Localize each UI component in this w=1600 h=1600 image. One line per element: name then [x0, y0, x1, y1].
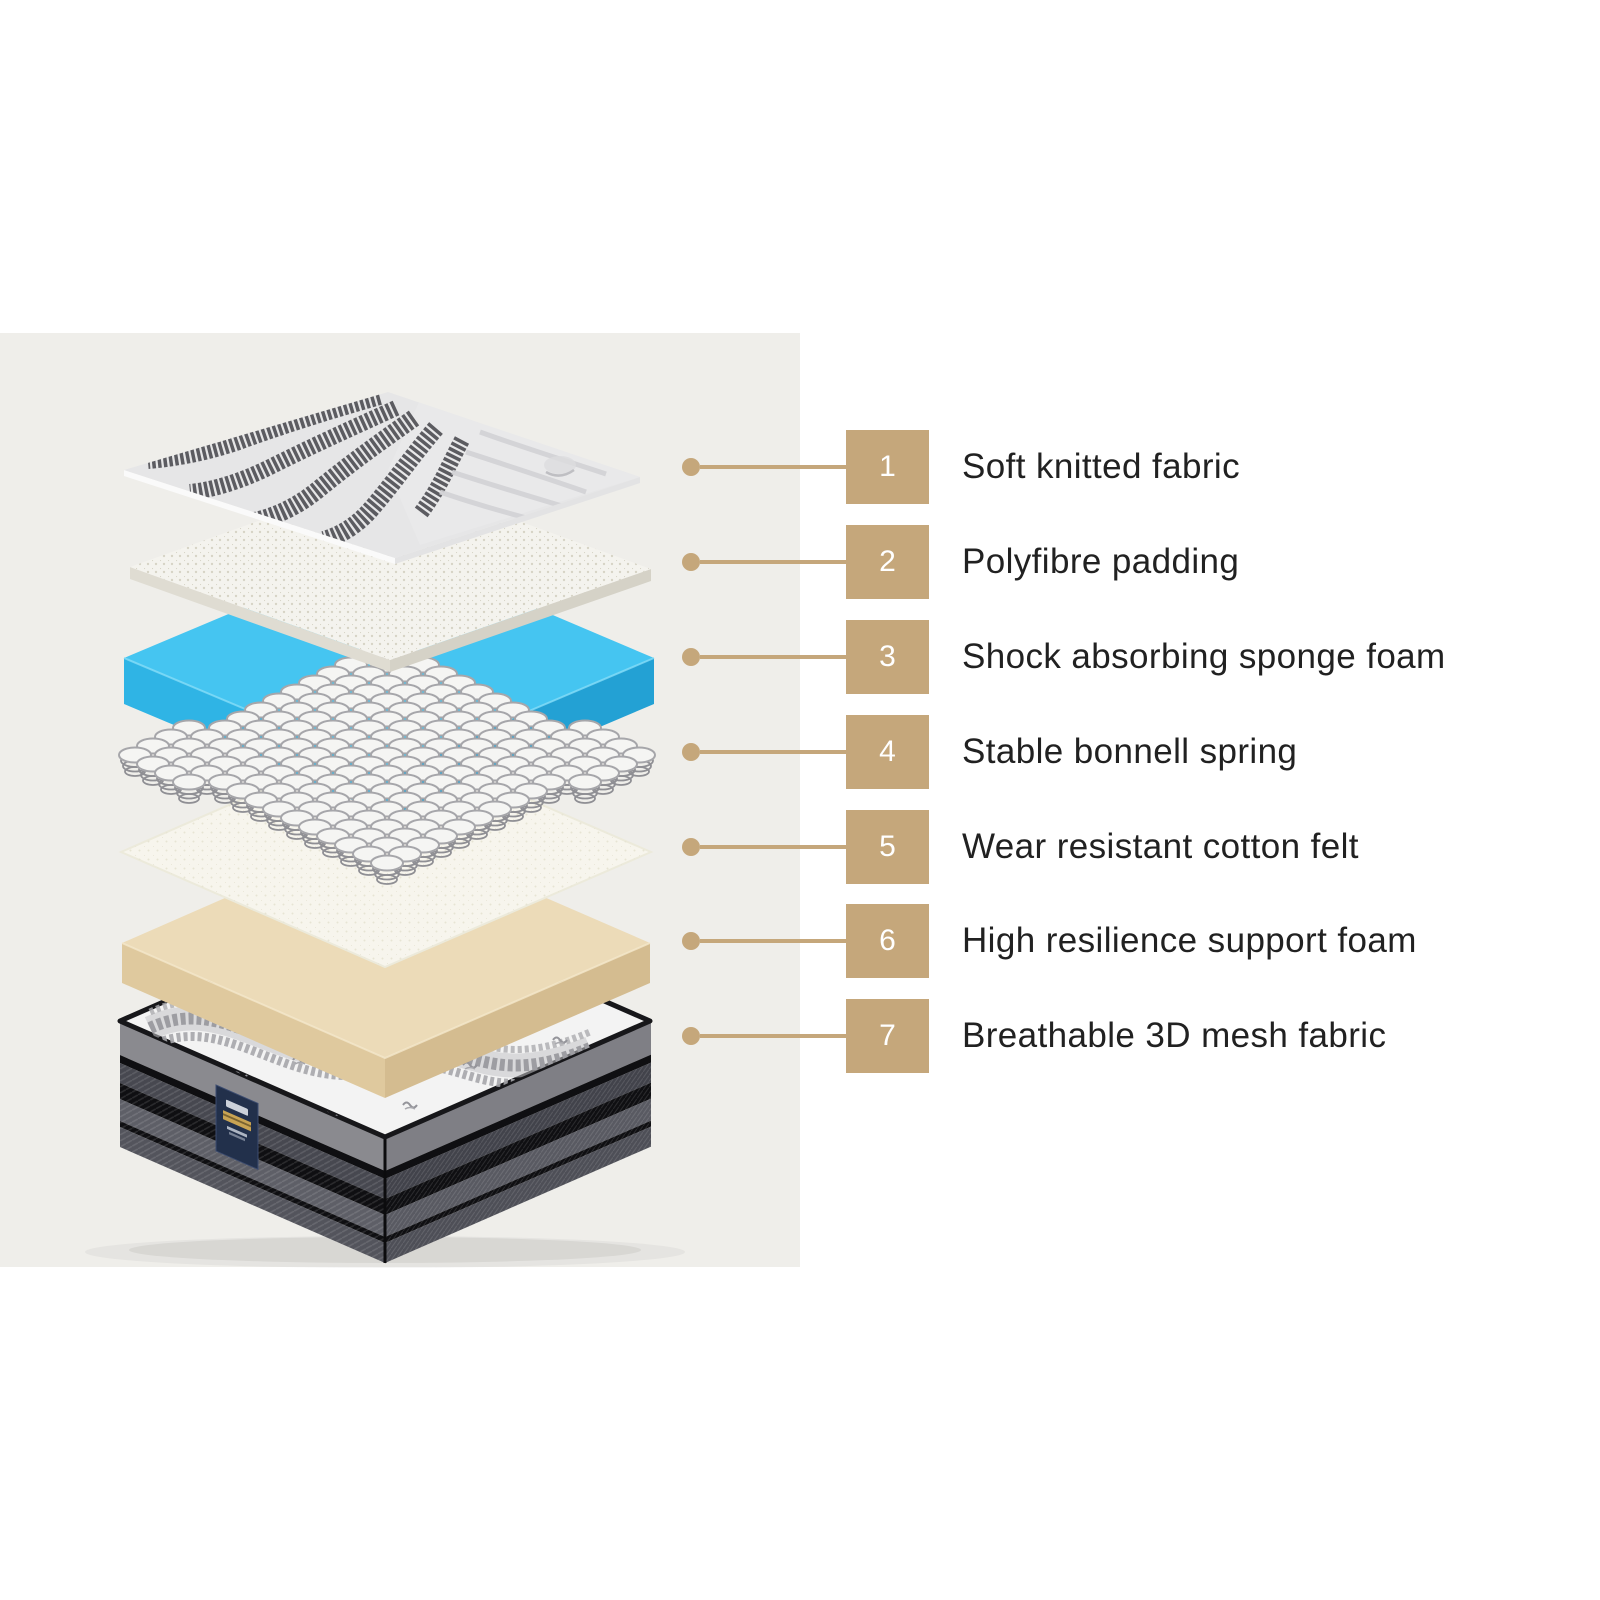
connector-dot [682, 932, 700, 950]
legend-row-7: 7 Breathable 3D mesh fabric [682, 999, 1386, 1073]
layer-1-soft-knitted-fabric [124, 392, 640, 564]
mattress-side-left [120, 1021, 386, 1264]
connector-line [700, 465, 846, 469]
connector-dot [682, 743, 700, 761]
connector-dot [682, 553, 700, 571]
legend-row-2: 2 Polyfibre padding [682, 525, 1239, 599]
mattress-brand-tag [215, 1084, 259, 1171]
connector-line [700, 845, 846, 849]
connector-line [700, 560, 846, 564]
connector-dot [682, 1027, 700, 1045]
layer-4-stable-bonnell-spring [118, 638, 656, 885]
layer-label: Stable bonnell spring [962, 732, 1298, 771]
connector-dot [682, 648, 700, 666]
connector-line [700, 750, 846, 754]
layer-2-polyfibre-padding [130, 474, 651, 672]
connector-dot [682, 458, 700, 476]
badge-number: 7 [879, 1019, 896, 1052]
badge-number: 4 [879, 735, 896, 768]
legend-row-6: 6 High resilience support foam [682, 904, 1417, 978]
legend-row-3: 3 Shock absorbing sponge foam [682, 620, 1446, 694]
badge-number: 2 [879, 545, 896, 578]
connector-dot [682, 838, 700, 856]
number-badge: 2 [846, 525, 929, 599]
badge-number: 1 [879, 450, 896, 483]
layer-label: Wear resistant cotton felt [962, 827, 1359, 866]
layer-label: Shock absorbing sponge foam [962, 637, 1446, 676]
badge-number: 6 [879, 924, 896, 957]
number-badge: 3 [846, 620, 929, 694]
number-badge: 6 [846, 904, 929, 978]
number-badge: 5 [846, 810, 929, 884]
number-badge: 1 [846, 430, 929, 504]
layer-label: High resilience support foam [962, 921, 1417, 960]
tag-logo-mark [226, 1099, 248, 1116]
layer-label: Breathable 3D mesh fabric [962, 1016, 1387, 1055]
connector-line [700, 1034, 846, 1038]
layer-label: Soft knitted fabric [962, 447, 1241, 486]
connector-line [700, 655, 846, 659]
badge-number: 5 [879, 830, 896, 863]
mattress-side-right [385, 1020, 651, 1263]
number-badge: 7 [846, 999, 929, 1073]
layer-7-breathable-3d-mesh-mattress [85, 902, 685, 1268]
layer-label: Polyfibre padding [962, 542, 1240, 581]
legend-row-4: 4 Stable bonnell spring [682, 715, 1297, 789]
mattress-exploded-illustration [85, 392, 685, 1268]
badge-number: 3 [879, 640, 896, 673]
legend-row-5: 5 Wear resistant cotton felt [682, 810, 1359, 884]
legend-row-1: 1 Soft knitted fabric [682, 430, 1240, 504]
number-badge: 4 [846, 715, 929, 789]
connector-line [700, 939, 846, 943]
